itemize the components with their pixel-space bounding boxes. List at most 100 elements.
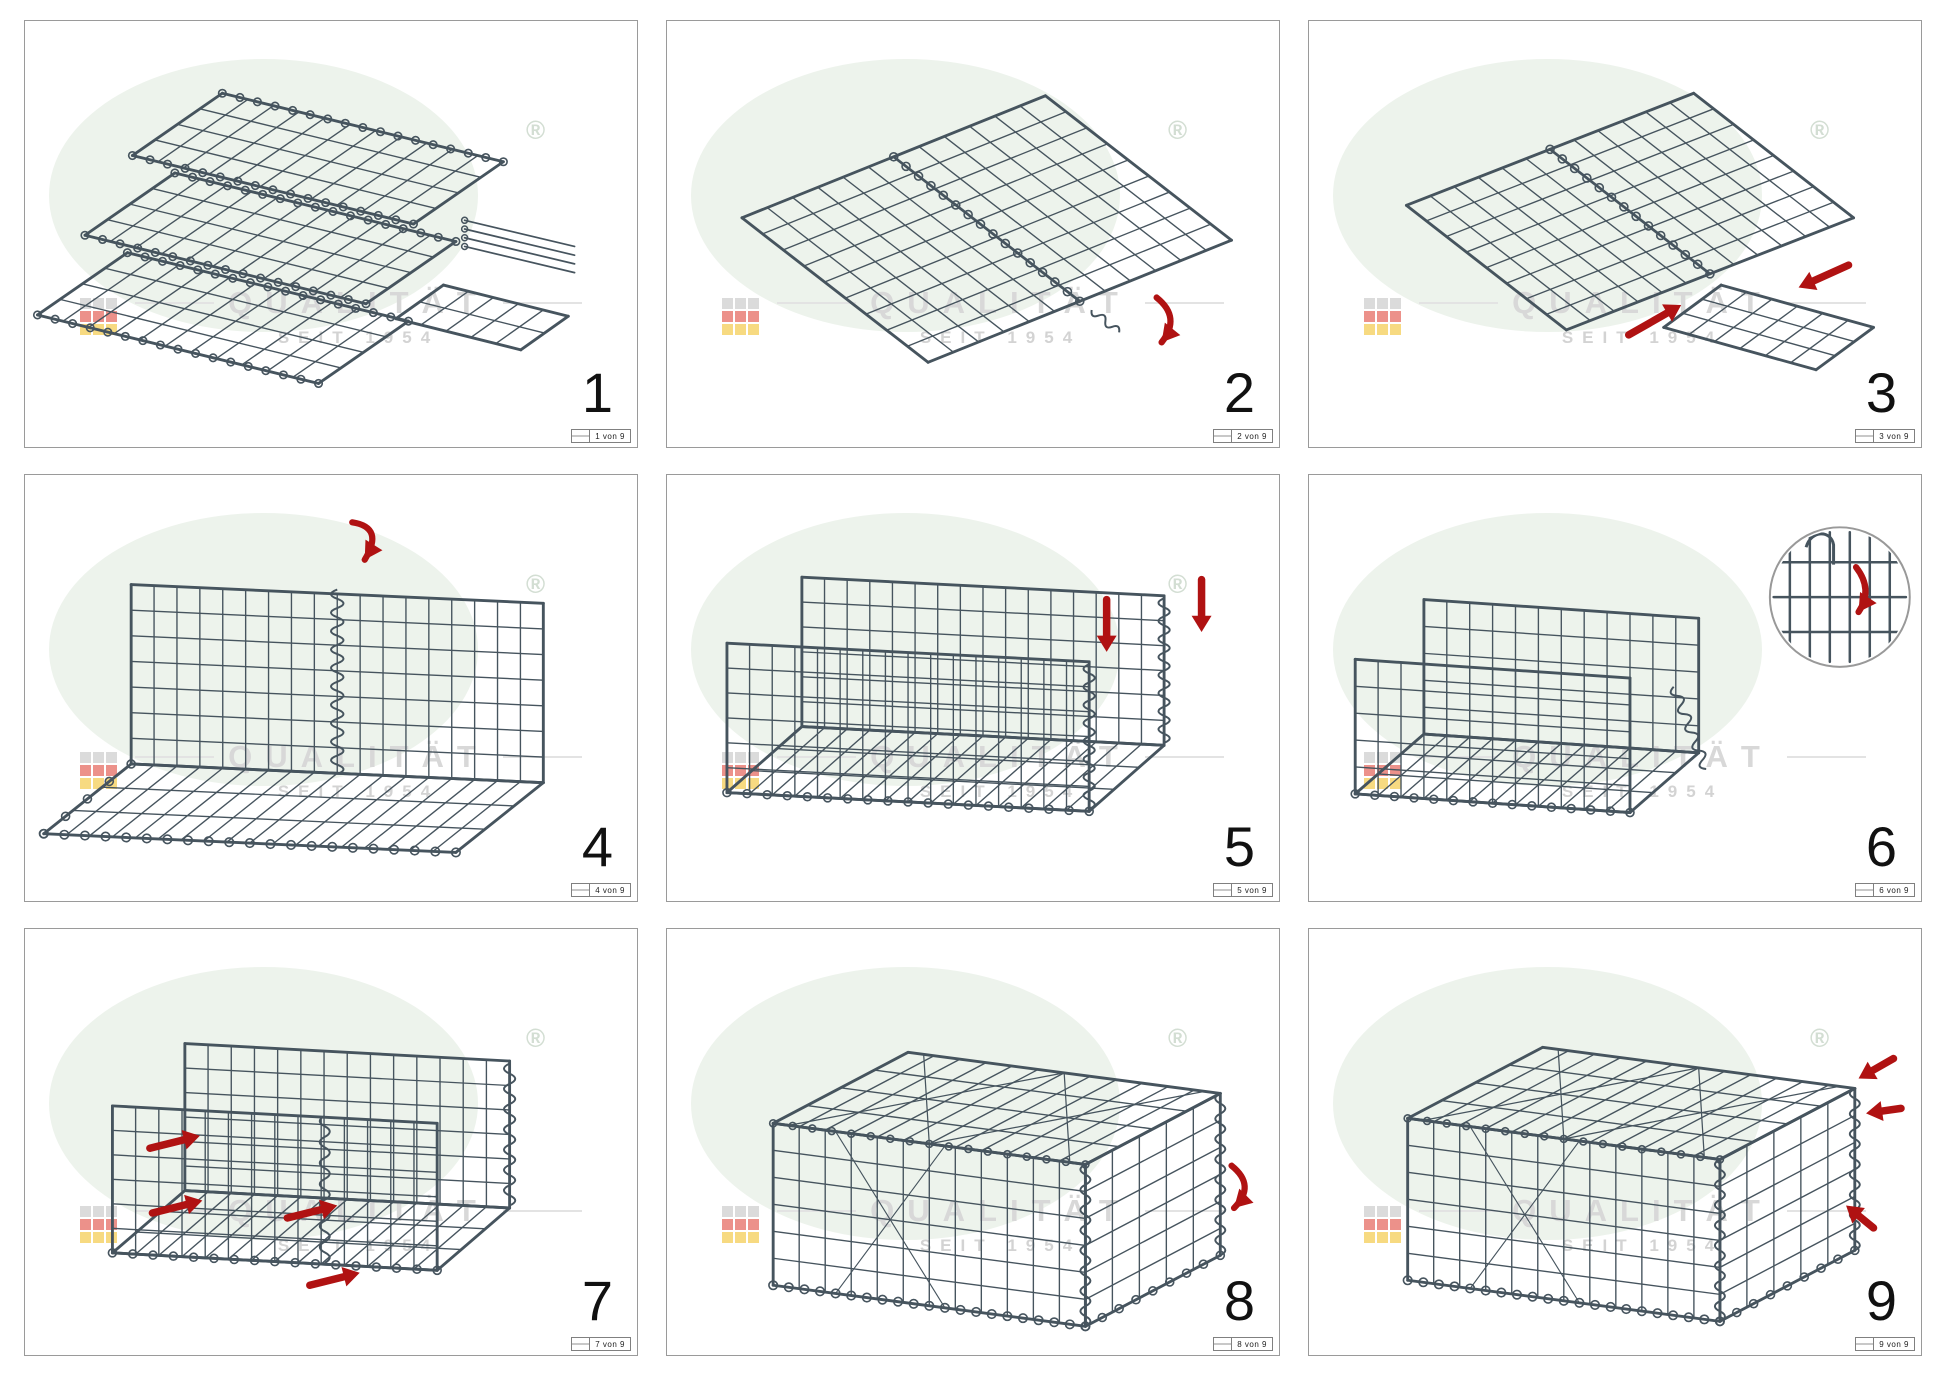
logo-square [93,298,105,310]
logo-square [1390,1219,1402,1231]
sheet-label-text: 6 von 9 [1879,885,1909,895]
logo-square [93,1206,105,1218]
logo-square [93,1232,105,1244]
logo-square [93,778,105,790]
logo-square [722,324,734,336]
watermark-rule-right [1786,756,1866,759]
logo-square [1377,752,1389,764]
logo-square [1364,1219,1376,1231]
logo-square [1390,765,1402,777]
logo-square [80,324,92,336]
logo-square [735,324,747,336]
logo-square [748,1206,760,1218]
watermark-ellipse [1333,59,1762,332]
logo-square [1377,298,1389,310]
logo-square [722,298,734,310]
sheet-label-cell [1214,1338,1233,1350]
logo-square [1390,778,1402,790]
watermark-rule-left [777,1210,857,1213]
step-illustration [722,575,1212,817]
step-illustration [740,94,1233,364]
logo-square [1390,1206,1402,1218]
sheet-label-text: 9 von 9 [1879,1339,1909,1349]
logo-square [1364,324,1376,336]
watermark-subtitle: SEIT 1954 [919,328,1082,348]
sheet-label-text: 7 von 9 [595,1339,625,1349]
registered-mark-icon: ® [526,1022,546,1053]
logo-square [80,765,92,777]
sheet-label-cell [572,1338,591,1350]
step-illustration [38,519,545,858]
watermark-title: QUALITÄT [1512,739,1773,775]
logo-square [722,1219,734,1231]
step-number: 9 [1865,1269,1897,1332]
step-illustration [32,88,576,389]
watermark-subtitle: SEIT 1954 [1561,328,1724,348]
sheet-label-text: 4 von 9 [595,885,625,895]
logo-square [748,298,760,310]
brand-logo-icon [1364,1206,1402,1244]
watermark-rule-right [502,1210,582,1213]
registered-mark-icon: ® [1810,1022,1830,1053]
brand-logo-icon [80,752,118,790]
logo-square [93,1219,105,1231]
logo-square [1364,1232,1376,1244]
step-illustration [768,1050,1254,1332]
logo-square [80,1206,92,1218]
sheet-label-cell [1856,884,1875,896]
step-number: 3 [1865,361,1897,424]
step-panel-7: ® QUALITÄT SEIT 1954 7 7 von 9 [24,928,638,1356]
logo-square [1377,1219,1389,1231]
step-number: 2 [1223,361,1255,424]
watermark-rule-right [502,302,582,305]
watermark-rule-left [1419,1210,1499,1213]
step-illustration [1404,91,1875,372]
logo-square [80,1219,92,1231]
logo-square [748,324,760,336]
logo-square [80,1232,92,1244]
logo-square [1364,311,1376,323]
sheet-label-text: 3 von 9 [1879,431,1909,441]
logo-square [106,778,118,790]
watermark-ellipse [1333,513,1762,786]
logo-square [1364,1206,1376,1218]
step-panel-5: ® QUALITÄT SEIT 1954 5 5 von 9 [666,474,1280,902]
registered-mark-icon: ® [1168,568,1188,599]
logo-square [106,765,118,777]
step-number: 4 [581,815,613,878]
brand-logo-icon [1364,298,1402,336]
logo-square [106,752,118,764]
step-number: 1 [581,361,613,424]
watermark-subtitle: SEIT 1954 [919,1236,1082,1256]
logo-square [1377,324,1389,336]
sheet-label: 6 von 9 [1855,883,1915,897]
sheet-label-text: 5 von 9 [1237,885,1267,895]
registered-mark-icon: ® [526,568,546,599]
registered-mark-icon: ® [526,114,546,145]
watermark-rule-left [1419,302,1499,305]
watermark-subtitle: SEIT 1954 [277,1236,440,1256]
watermark-rule-left [1419,756,1499,759]
logo-square [80,298,92,310]
logo-square [1364,298,1376,310]
logo-square [735,765,747,777]
sheet-label-text: 8 von 9 [1237,1339,1267,1349]
sheet-label: 5 von 9 [1213,883,1273,897]
brand-watermark: ® QUALITÄT SEIT 1954 [1309,21,1921,447]
logo-square [748,1219,760,1231]
watermark-brand-row: QUALITÄT SEIT 1954 [722,1193,1224,1256]
sheet-label-cell [1214,884,1233,896]
watermark-rule-right [1144,756,1224,759]
brand-logo-icon [722,1206,760,1244]
logo-square [1364,752,1376,764]
brand-logo-icon [722,298,760,336]
brand-watermark: ® QUALITÄT SEIT 1954 [1309,929,1921,1355]
logo-square [748,311,760,323]
watermark-rule-left [777,302,857,305]
sheet-label-text: 2 von 9 [1237,431,1267,441]
step-number: 6 [1865,815,1897,878]
logo-square [80,778,92,790]
logo-square [80,311,92,323]
watermark-rule-right [1144,302,1224,305]
watermark-rule-right [1786,302,1866,305]
